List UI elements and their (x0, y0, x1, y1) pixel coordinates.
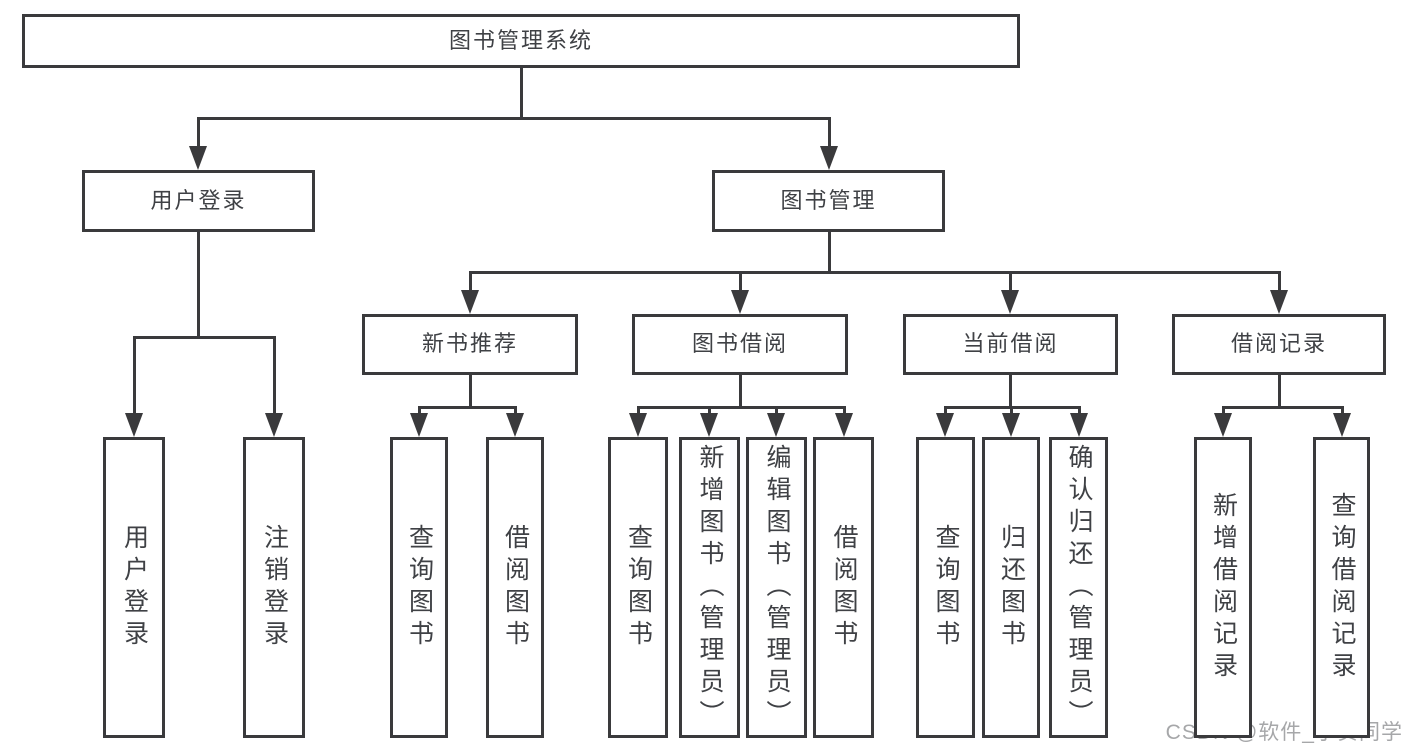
arrowhead-down-icon (461, 290, 479, 314)
connector-line (132, 335, 136, 419)
node-leaf-logout: 注销登录 (243, 437, 305, 738)
node-leaf-query-books-borrowing: 查询图书 (608, 437, 668, 738)
connector-line (417, 405, 421, 419)
connector-line (827, 116, 831, 152)
connector-line (1340, 405, 1344, 419)
node-leaf-user-login: 用户登录 (103, 437, 165, 738)
connector-line (1009, 405, 1013, 419)
arrowhead-down-icon (1270, 290, 1288, 314)
connector-line (196, 116, 831, 120)
arrowhead-down-icon (265, 413, 283, 437)
connector-line (196, 230, 200, 339)
connector-line (1221, 405, 1225, 419)
arrowhead-down-icon (189, 146, 207, 170)
connector-line (636, 405, 640, 419)
arrowhead-down-icon (1070, 413, 1088, 437)
arrowhead-down-icon (125, 413, 143, 437)
node-leaf-borrow-books: 借阅图书 (813, 437, 874, 738)
node-current-borrowing: 当前借阅 (903, 314, 1118, 375)
node-leaf-add-books-admin: 新增图书（管理员） (679, 437, 740, 738)
node-new-book-recommend: 新书推荐 (362, 314, 578, 375)
arrowhead-down-icon (936, 413, 954, 437)
node-root-book-management-system: 图书管理系统 (22, 14, 1020, 68)
arrowhead-down-icon (1002, 413, 1020, 437)
connector-line (707, 405, 711, 419)
arrowhead-down-icon (820, 146, 838, 170)
connector-line (943, 405, 947, 419)
node-leaf-confirm-return-admin: 确认归还（管理员） (1049, 437, 1108, 738)
arrowhead-down-icon (506, 413, 524, 437)
arrowhead-down-icon (835, 413, 853, 437)
connector-line (468, 270, 472, 296)
arrowhead-down-icon (1001, 290, 1019, 314)
arrowhead-down-icon (700, 413, 718, 437)
node-book-borrowing: 图书借阅 (632, 314, 848, 375)
connector-line (738, 373, 742, 409)
connector-line (468, 270, 1281, 274)
node-borrowing-records: 借阅记录 (1172, 314, 1386, 375)
connector-line (1077, 405, 1081, 419)
connector-line (1277, 270, 1281, 296)
arrowhead-down-icon (410, 413, 428, 437)
arrowhead-down-icon (1333, 413, 1351, 437)
connector-line (774, 405, 778, 419)
connector-line (738, 270, 742, 296)
connector-line (513, 405, 517, 419)
arrowhead-down-icon (731, 290, 749, 314)
node-leaf-query-books-recommend: 查询图书 (390, 437, 448, 738)
connector-line (519, 66, 523, 120)
connector-line (1008, 373, 1012, 409)
connector-line (1221, 405, 1344, 409)
connector-line (272, 335, 276, 419)
connector-line (196, 116, 200, 152)
arrowhead-down-icon (1214, 413, 1232, 437)
node-leaf-return-books: 归还图书 (982, 437, 1040, 738)
connector-line (468, 373, 472, 409)
connector-line (827, 230, 831, 274)
connector-line (417, 405, 517, 409)
connector-line (1008, 270, 1012, 296)
node-leaf-add-borrow-record: 新增借阅记录 (1194, 437, 1252, 738)
connector-line (1277, 373, 1281, 409)
arrowhead-down-icon (629, 413, 647, 437)
connector-line (842, 405, 846, 419)
connector-line (636, 405, 846, 409)
node-leaf-borrow-books-recommend: 借阅图书 (486, 437, 544, 738)
node-leaf-query-borrow-record: 查询借阅记录 (1313, 437, 1370, 738)
node-book-management-branch: 图书管理 (712, 170, 945, 232)
node-leaf-edit-books-admin: 编辑图书（管理员） (746, 437, 807, 738)
node-user-login-branch: 用户登录 (82, 170, 315, 232)
node-leaf-query-books-current: 查询图书 (916, 437, 975, 738)
arrowhead-down-icon (767, 413, 785, 437)
connector-line (132, 335, 276, 339)
